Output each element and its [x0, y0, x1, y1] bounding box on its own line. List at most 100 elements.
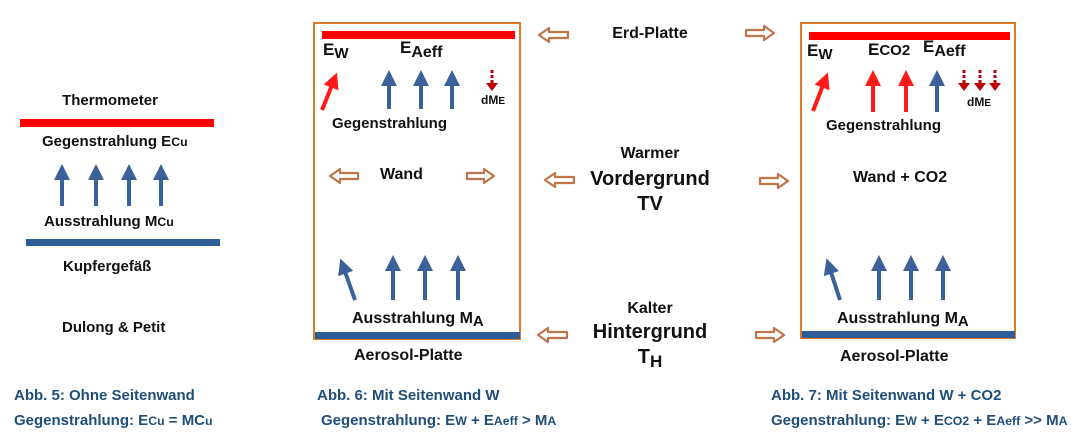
gegenstrahlung-ecu-label: Gegenstrahlung ECu	[42, 133, 188, 150]
thermometer-label: Thermometer	[62, 92, 158, 109]
gegenstrahlung-label: Gegenstrahlung	[332, 115, 448, 132]
label-sub: A	[472, 313, 484, 330]
eaeff-label: EAeff	[923, 37, 966, 60]
ausstrahlung-ma-label: Ausstrahlung MA	[352, 310, 484, 330]
aerosol-plate-bar	[315, 332, 520, 339]
author-label: Dulong & Petit	[62, 319, 166, 336]
left-hollow-arrow-icon	[328, 167, 360, 185]
label-text: Gegenstrahlung E	[42, 133, 172, 150]
dme-down-arrow-icon	[974, 70, 986, 91]
formula-part: Gegenstrahlung: E	[321, 412, 456, 429]
formula-sub: CO2	[943, 414, 970, 428]
dme-label: dME	[967, 95, 991, 109]
caption-title: Abb. 5: Ohne Seitenwand	[14, 387, 195, 404]
left-hollow-arrow-icon	[543, 171, 576, 189]
label-sub: CO2	[879, 42, 911, 59]
formula-part: Gegenstrahlung: E	[771, 412, 906, 429]
wall-label: Wand	[380, 166, 423, 183]
copper-vessel-bar	[26, 239, 220, 246]
ausstrahlung-mcu-label: Ausstrahlung MCu	[44, 213, 174, 230]
formula-sub: W	[905, 414, 917, 428]
thermometer-bar	[20, 119, 214, 127]
hollow-arrows	[328, 24, 790, 344]
label-sub: V	[649, 193, 663, 215]
dme-down-arrow-icon	[989, 70, 1001, 91]
label-text: E	[923, 37, 935, 56]
right-hollow-arrow-icon	[758, 172, 790, 190]
formula-part: + E	[916, 412, 944, 429]
formula-sub: Aeff	[996, 414, 1021, 428]
label-sub: H	[649, 352, 663, 371]
label-sub: Aeff	[411, 44, 443, 61]
formula-sub: A	[547, 414, 557, 428]
formula-part: > M	[517, 412, 548, 429]
up-arrow-icon	[338, 258, 357, 301]
warm-line1: Warmer	[620, 145, 680, 162]
aerosol-plate-label: Aerosol-Platte	[840, 348, 949, 365]
vessel-label: Kupfergefäß	[63, 258, 152, 275]
formula-sub: Aeff	[493, 414, 518, 428]
caption-formula: Gegenstrahlung: EW + ECO2 + EAeff >> MA	[771, 412, 1067, 429]
formula-part: >> M	[1020, 412, 1059, 429]
dme-down-arrow-icon	[958, 70, 970, 91]
wall-co2-label: Wand + CO2	[853, 169, 948, 186]
label-sub: W	[334, 45, 349, 62]
formula-sub: W	[455, 414, 467, 428]
ew-label: EW	[807, 41, 833, 63]
caption-formula: Gegenstrahlung: ECu = MCu	[14, 412, 213, 429]
wall-co2-box	[800, 22, 1016, 339]
left-hollow-arrow-icon	[537, 26, 570, 44]
left-hollow-arrow-icon	[536, 326, 569, 344]
formula-part: Gegenstrahlung: E	[14, 412, 149, 429]
formula-part: = MC	[164, 412, 206, 429]
earth-plate-label: Erd-Platte	[612, 25, 688, 42]
label-sub: Aeff	[934, 43, 966, 60]
formula-sub: Cu	[148, 414, 165, 428]
fig5-up-arrows	[54, 164, 169, 206]
warm-tv: TV	[580, 193, 720, 216]
label-sub: E	[498, 96, 505, 107]
ew-arrow-icon	[811, 72, 830, 112]
label-sub: Cu	[157, 215, 174, 229]
fig7-top-arrows	[811, 70, 1001, 112]
cold-line2: Hintergrund	[592, 321, 708, 343]
formula-sub: A	[1058, 414, 1068, 428]
right-hollow-arrow-icon	[754, 326, 786, 344]
up-arrow-icon	[823, 258, 842, 301]
label-sub: W	[818, 46, 833, 63]
label-sub: Cu	[171, 135, 188, 149]
label-text: T	[637, 193, 650, 215]
ew-arrow-icon	[320, 72, 339, 111]
label-text: T	[637, 346, 650, 368]
dme-down-arrow-icon	[486, 70, 498, 91]
fig7-bottom-arrows	[823, 255, 951, 301]
eaeff-label: EAeff	[400, 38, 443, 61]
cold-th: TH	[580, 346, 720, 371]
label-text: E	[400, 38, 412, 57]
warm-line2: Vordergrund	[590, 168, 710, 190]
caption-formula: Gegenstrahlung: EW + EAeff > MA	[321, 412, 556, 429]
caption-title: Abb. 6: Mit Seitenwand W	[317, 387, 500, 404]
label-sub: A	[957, 313, 969, 330]
formula-sub: u	[205, 414, 213, 428]
wall-box	[313, 22, 521, 340]
label-text: Ausstrahlung M	[44, 213, 158, 230]
label-text: E	[807, 41, 819, 60]
label-text: Ausstrahlung M	[837, 310, 958, 327]
earth-plate-bar	[809, 32, 1010, 40]
label-text: dM	[967, 95, 985, 109]
aerosol-plate-label: Aerosol-Platte	[354, 347, 463, 364]
label-text: E	[868, 40, 880, 59]
aerosol-plate-bar	[802, 331, 1015, 338]
caption-title: Abb. 7: Mit Seitenwand W + CO2	[771, 387, 1002, 404]
earth-plate-bar	[322, 31, 515, 39]
fig6-bottom-arrows	[338, 255, 466, 301]
formula-part: + E	[466, 412, 494, 429]
label-text: Ausstrahlung M	[352, 310, 473, 327]
fig6-top-arrows	[320, 70, 498, 111]
gegenstrahlung-label: Gegenstrahlung	[826, 117, 942, 134]
dme-label: dME	[481, 93, 505, 107]
cold-line1: Kalter	[627, 300, 673, 317]
label-sub: E	[984, 98, 991, 109]
